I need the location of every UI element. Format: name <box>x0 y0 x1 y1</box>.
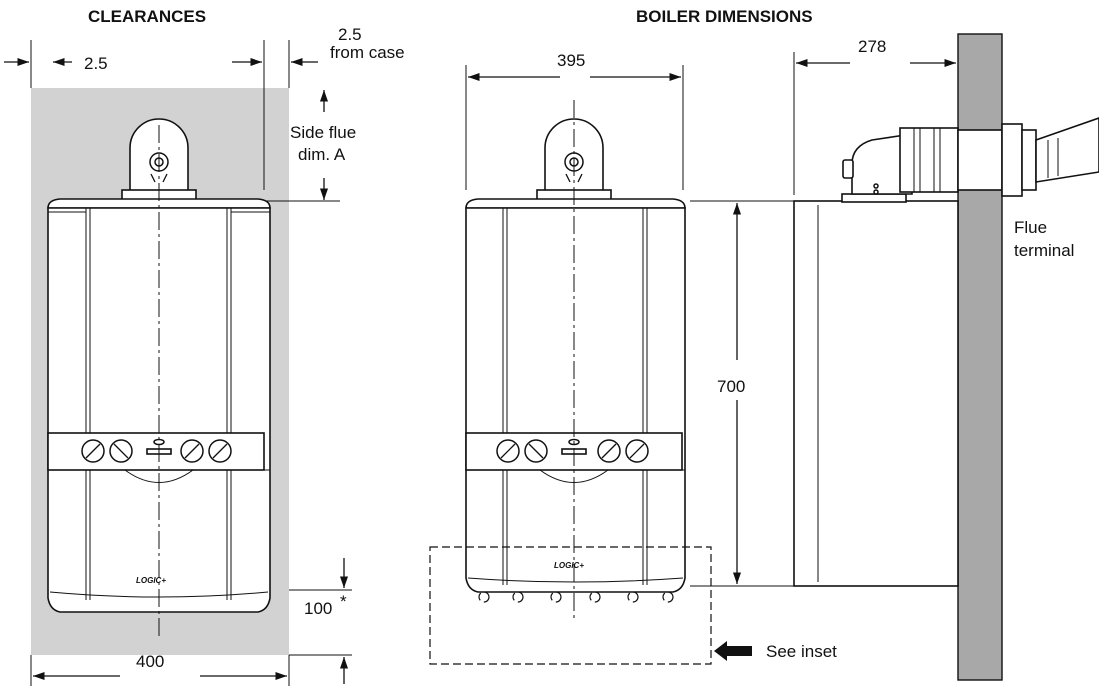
inset-box <box>429 546 712 665</box>
side-clearance-label: 2.5 <box>84 54 108 73</box>
flue-terminal-collar <box>1001 123 1023 197</box>
flue-assembly <box>841 117 1099 203</box>
clearance-boiler-logo: LOGIC+ <box>136 576 166 585</box>
front-boiler-case <box>465 207 686 593</box>
front-control-knobs <box>496 439 649 463</box>
flue-pipe <box>899 127 959 193</box>
boiler-dimensions-panel: BOILER DIMENSIONS 395 <box>429 7 1099 681</box>
inset-arrow <box>714 641 752 661</box>
indicator-light <box>153 438 165 446</box>
front-boiler: LOGIC+ <box>465 100 686 620</box>
boiler-depth-label: 278 <box>858 37 886 56</box>
flue-terminal <box>1035 117 1099 183</box>
pipe-connections <box>478 591 674 603</box>
clearances-title: CLEARANCES <box>88 7 206 26</box>
side-flue-label-line2: dim. A <box>298 145 346 164</box>
clearances-panel: CLEARANCES 2.5 2.5 from case Side flue d… <box>4 7 405 686</box>
boiler-height-label: 700 <box>717 377 745 396</box>
side-boiler-case <box>793 200 959 587</box>
boiler-dimensions-title: BOILER DIMENSIONS <box>636 7 813 26</box>
flue-terminal-label-line1: Flue <box>1014 218 1047 237</box>
clearance-width-label: 400 <box>136 652 164 671</box>
bottom-clearance-label: 100 <box>304 599 332 618</box>
control-knobs <box>81 439 232 463</box>
clearance-boiler: LOGIC+ <box>47 118 271 640</box>
side-flue-label-line1: Side flue <box>290 123 356 142</box>
flue-terminal-label-line2: terminal <box>1014 241 1074 260</box>
case-clearance-value: 2.5 <box>338 25 362 44</box>
inset-label: See inset <box>766 642 837 661</box>
bottom-clearance-asterisk: * <box>340 592 347 611</box>
case-clearance-note: from case <box>330 43 405 62</box>
boiler-width-label: 395 <box>557 51 585 70</box>
front-boiler-logo: LOGIC+ <box>554 561 584 570</box>
